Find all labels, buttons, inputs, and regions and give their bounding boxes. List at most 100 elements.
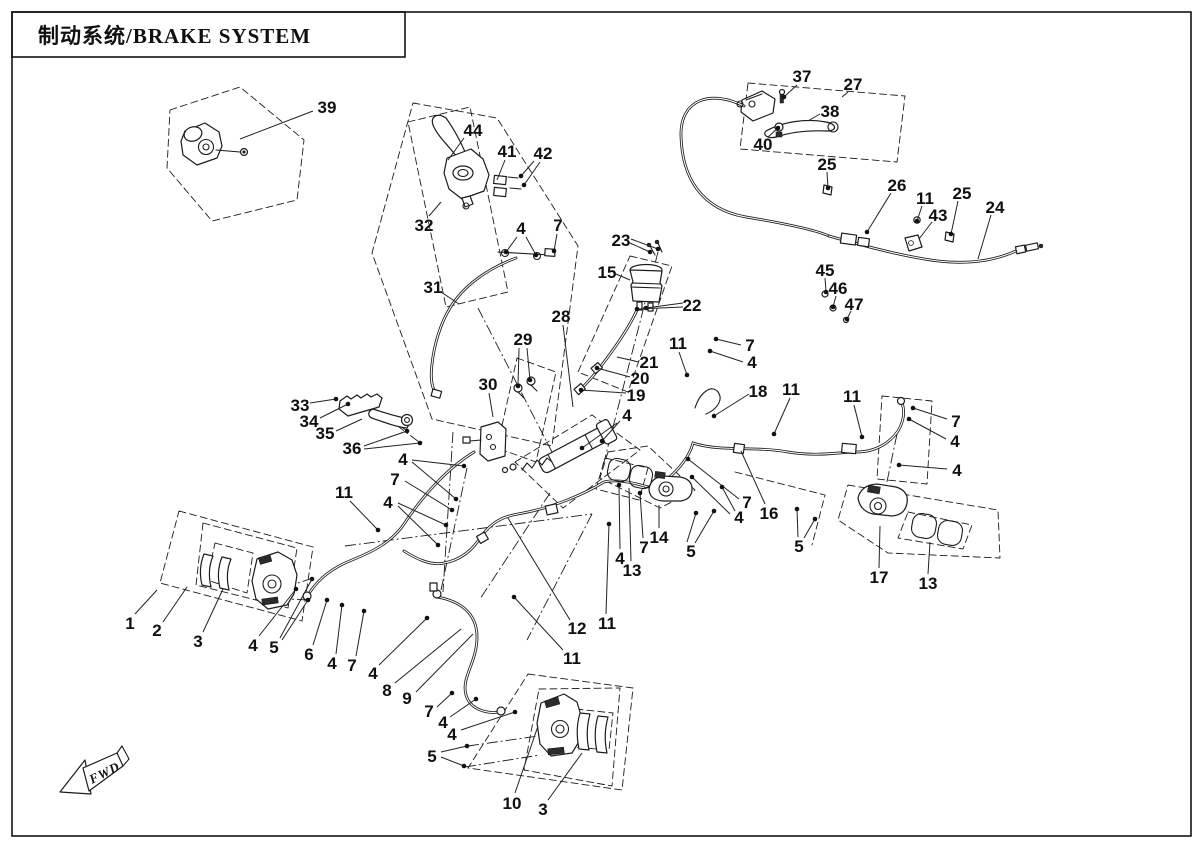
fastener-dot [606,521,612,527]
leader-line [898,464,948,470]
fastener-dot [473,696,479,702]
callout-11: 11 [669,334,687,353]
parking-brake-lever-assembly [740,88,839,139]
leader-line [411,461,457,500]
leader-line [239,110,314,140]
fastener-dot [711,413,717,419]
leader-line [694,510,715,544]
leader-line [629,242,651,253]
callout-43: 43 [929,206,948,225]
callout-7: 7 [639,538,648,557]
fastener-dot [781,94,787,100]
leader-line [355,610,365,657]
leader-line [686,512,697,543]
fastener-dot [449,507,455,513]
leader-line [335,418,363,432]
callout-4: 4 [516,219,526,238]
leader-line [709,350,744,363]
callout-22: 22 [683,296,702,315]
leader-line [866,192,892,233]
callout-28: 28 [552,307,571,326]
callout-4: 4 [950,432,960,451]
fastener-dot [375,527,381,533]
leader-line [553,233,558,252]
leader-line [436,692,453,708]
leader-line [807,113,821,122]
leader-line [639,492,644,539]
leader-line [783,84,798,98]
callout-42: 42 [534,144,553,163]
callout-4: 4 [734,508,744,527]
leader-line [162,586,188,623]
rear-master-cylinder [501,376,618,474]
leader-line [440,756,465,767]
leader-line [394,628,462,684]
front-lower-brake-hose [429,582,506,716]
callout-4: 4 [398,450,408,469]
fastener-dot [449,690,455,696]
leader-line [773,397,791,435]
callout-34: 34 [300,412,319,431]
fastener-dot [333,396,339,402]
fastener-dot [518,173,524,179]
fastener-dot [345,401,351,407]
callout-11: 11 [782,380,800,399]
leader-line [615,273,631,281]
callout-17: 17 [870,568,889,587]
leader-line [440,745,468,753]
leader-line [488,392,494,418]
fastener-dot [693,510,699,516]
callout-11: 11 [598,614,616,633]
handlebar-clamp-part [180,122,249,166]
leader-line [618,484,621,550]
fastener-dot [527,377,533,383]
leader-line [691,476,731,515]
fastener-dot [453,496,459,502]
callout-4: 4 [622,406,632,425]
fastener-dot [707,348,713,354]
leader-line [581,422,618,449]
callout-11: 11 [843,387,861,406]
leader-line [505,236,518,253]
callout-47: 47 [845,295,864,314]
callout-5: 5 [686,542,695,561]
fastener-dot [643,305,649,311]
leader-line [547,752,583,801]
leader-line [134,589,158,615]
leader-line [349,500,379,531]
fastener-dot [634,306,640,312]
callout-5: 5 [427,747,436,766]
leader-line [927,541,931,575]
brake-line-junction-block [462,421,507,462]
callout-41: 41 [498,142,517,161]
brake-caliper-front-left [199,551,298,610]
callout-23: 23 [612,231,631,250]
leader-line [447,137,465,161]
leader-line [363,442,421,450]
callout-38: 38 [821,102,840,121]
callout-25: 25 [953,184,972,203]
fastener-dot [812,516,818,522]
fastener-dot [684,372,690,378]
leader-line [523,161,541,186]
callout-4: 4 [383,493,393,512]
fastener-dot [794,506,800,512]
callout-3: 3 [538,800,547,819]
leader-line [908,418,947,440]
callout-5: 5 [794,537,803,556]
leader-line [440,291,460,305]
callout-10: 10 [503,794,522,813]
fastener-dot [830,304,836,310]
fastener-dot [655,246,661,252]
fastener-dot [775,125,781,131]
brake-caliper-rear-right [857,483,964,547]
callout-8: 8 [382,681,391,700]
fastener-dot [512,709,518,715]
callout-18: 18 [749,382,768,401]
fastener-dot [404,428,410,434]
callout-13: 13 [919,574,938,593]
fwd-arrow: FWD [59,745,130,795]
leader-line [428,201,442,217]
leader-line [636,306,684,310]
